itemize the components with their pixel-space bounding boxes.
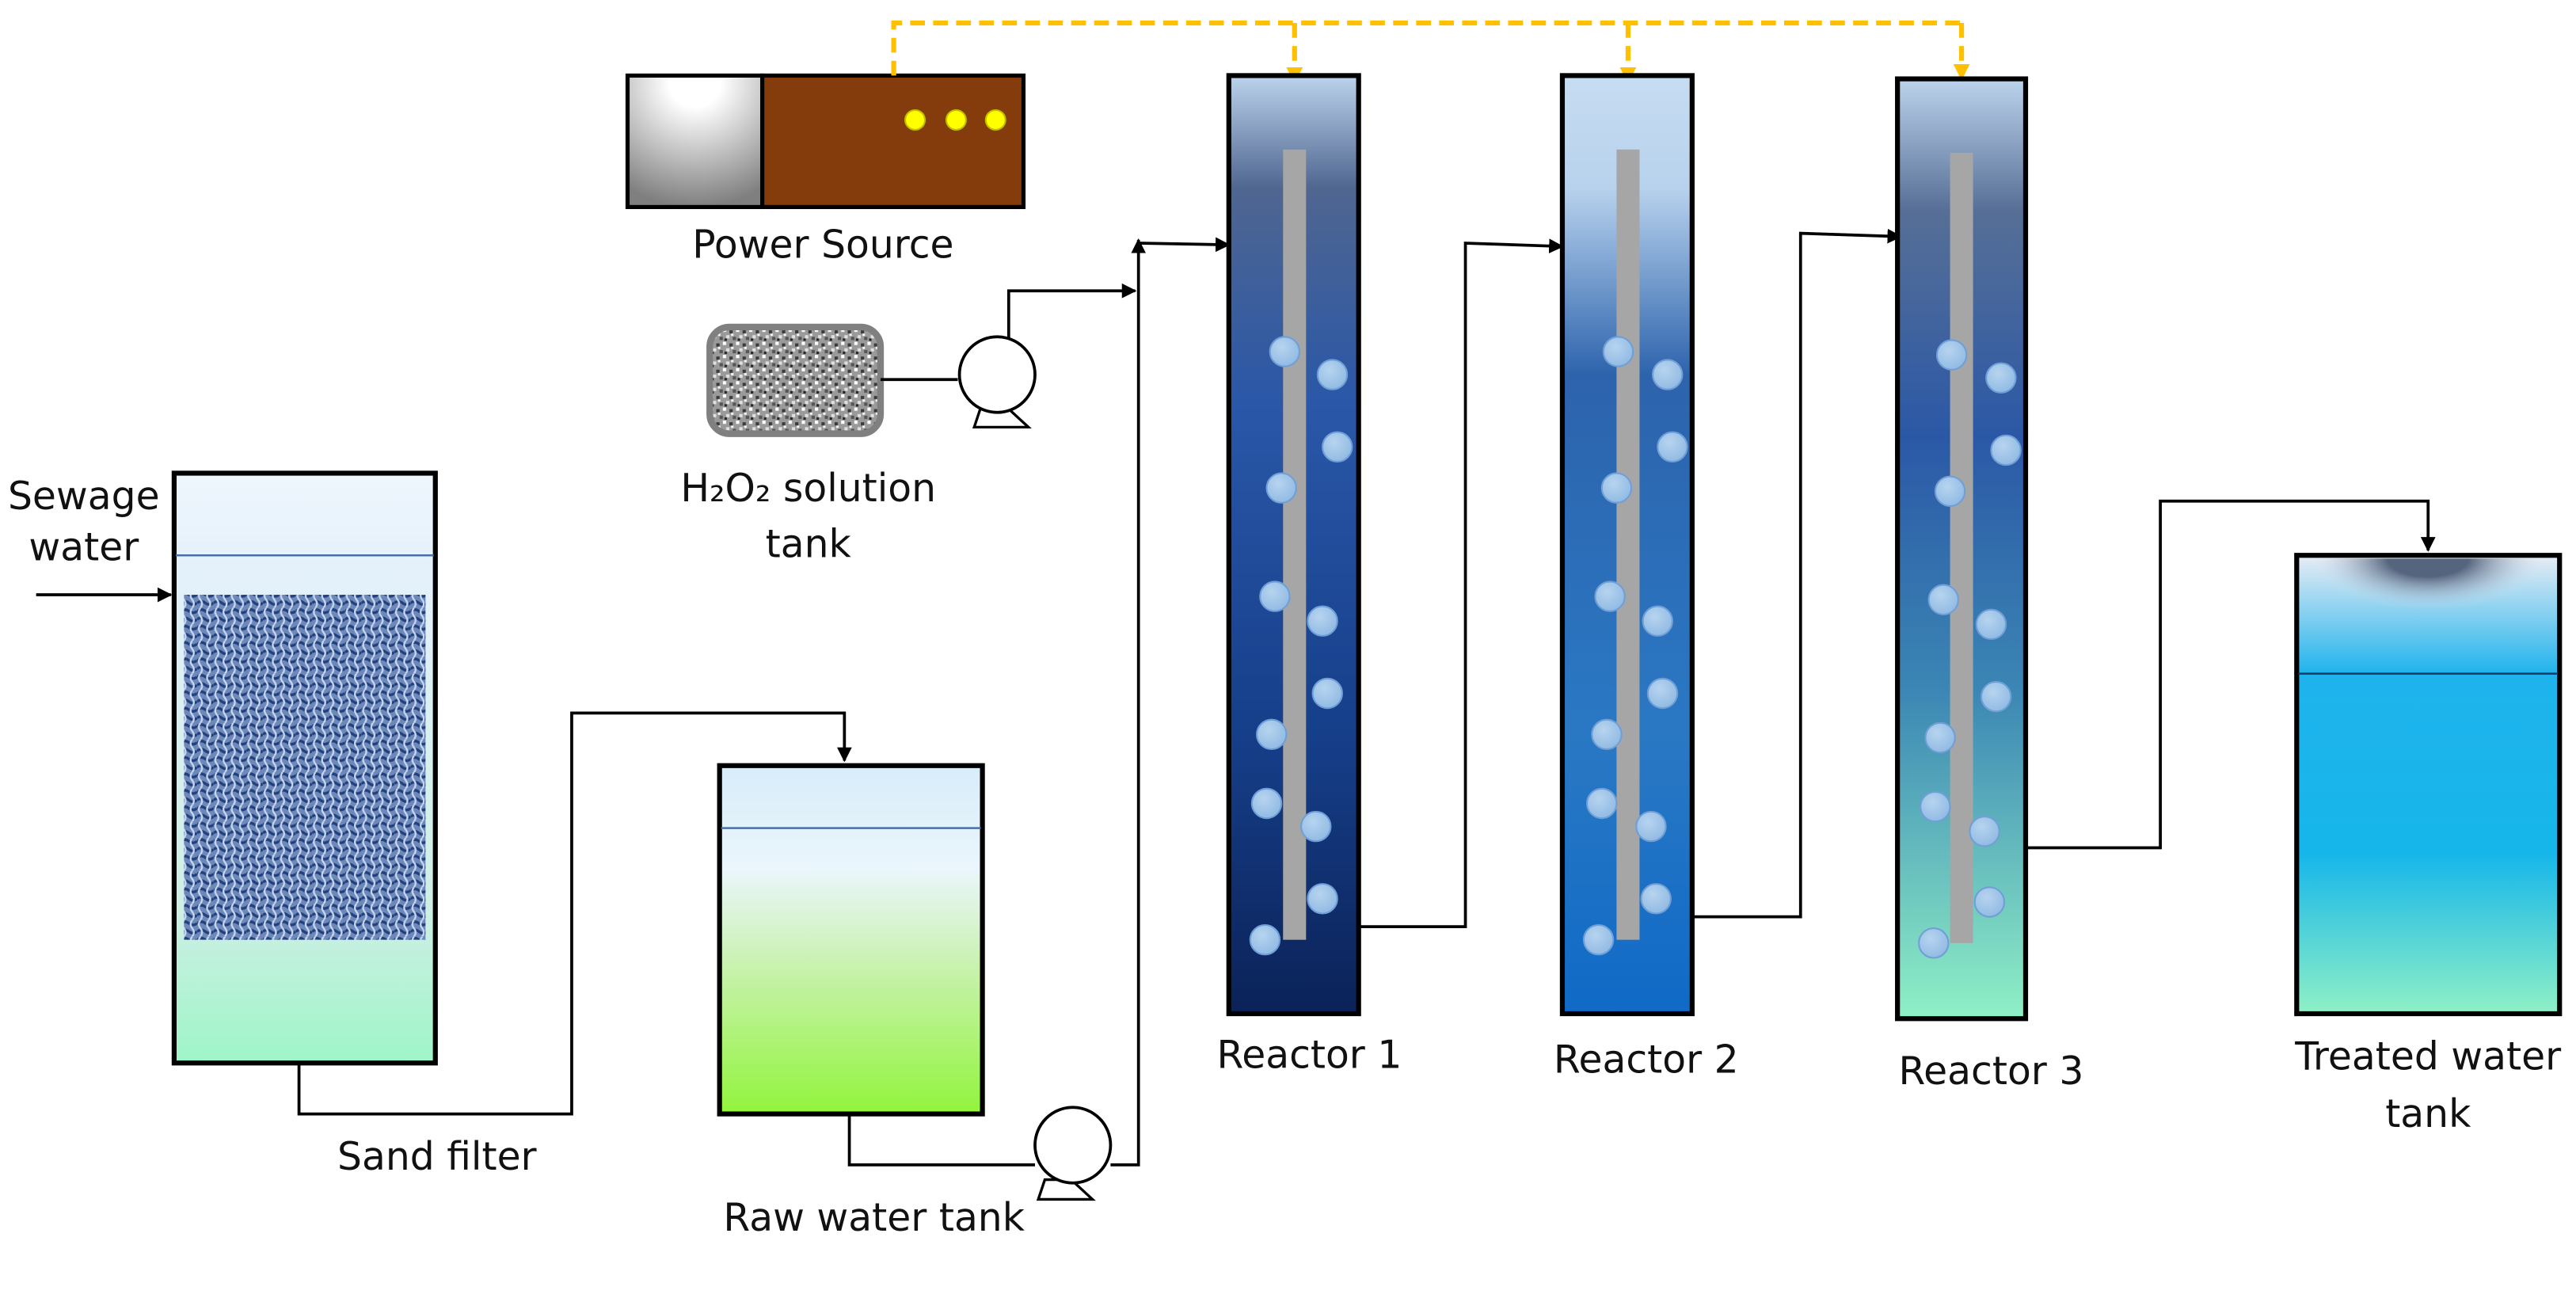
h2o2-tank-label: H₂O₂ solution bbox=[680, 466, 936, 511]
pipe-filter-to-raw-tank bbox=[297, 711, 852, 1116]
h2o2-solution-tank bbox=[706, 323, 885, 437]
h2o2-tank-label-line2: tank bbox=[766, 522, 852, 566]
power-wires bbox=[891, 20, 1970, 84]
sewage-water-label-line2: water bbox=[29, 525, 139, 569]
reactor-2 bbox=[1559, 73, 1695, 1017]
power-wire-main bbox=[891, 20, 1962, 76]
pipe-h2o2-pump-to-riser bbox=[1006, 283, 1137, 342]
power-source-display bbox=[625, 73, 765, 209]
reactor-2-label: Reactor 2 bbox=[1554, 1038, 1739, 1083]
pipe-riser-to-reactor1 bbox=[1138, 237, 1231, 253]
sand-filter-media bbox=[184, 595, 426, 940]
raw-water-tank-vessel bbox=[717, 763, 985, 1117]
pipe-reactor2-to-reactor3 bbox=[1691, 228, 1903, 919]
indicator-light-icon bbox=[904, 108, 927, 131]
reactor-2-electrode bbox=[1616, 149, 1640, 940]
treated-water-tank-label: Treated water bbox=[2294, 1035, 2562, 1079]
raw-water-tank bbox=[717, 763, 985, 1117]
raw-water-tank-label: Raw water tank bbox=[723, 1196, 1025, 1240]
pipe-reactor1-to-reactor2 bbox=[1358, 238, 1564, 928]
reactor-1-label: Reactor 1 bbox=[1217, 1033, 1402, 1077]
pipe-reactor3-to-treated-tank bbox=[2027, 499, 2436, 850]
pump-icon bbox=[957, 335, 1037, 429]
power-source-label: Power Source bbox=[692, 223, 953, 268]
reactor-3-electrode bbox=[1950, 152, 1973, 943]
power-source bbox=[625, 73, 1026, 209]
treated-water-tank-label-line2: tank bbox=[2385, 1092, 2471, 1136]
reactor-3-label: Reactor 3 bbox=[1898, 1049, 2083, 1094]
treated-water-tank bbox=[2294, 553, 2563, 1017]
indicator-light-icon bbox=[984, 108, 1006, 131]
reactor-1-bubbles bbox=[1249, 336, 1353, 956]
pipe-pump-to-riser bbox=[1110, 238, 1147, 1167]
pump-icon bbox=[1033, 1106, 1113, 1201]
reactor-1 bbox=[1226, 73, 1361, 1017]
sewage-water-label: Sewage bbox=[8, 474, 160, 519]
reactor-3 bbox=[1895, 76, 2029, 1022]
pipes bbox=[297, 228, 2436, 1167]
reactor-1-electrode bbox=[1283, 149, 1307, 940]
sand-filter bbox=[171, 470, 438, 1066]
treated-water-tank-headspace bbox=[2300, 558, 2557, 674]
indicator-light-icon bbox=[945, 108, 967, 131]
pipe-raw-tank-to-pump bbox=[847, 1113, 1035, 1167]
power-source-body bbox=[760, 73, 1026, 209]
sand-filter-label: Sand filter bbox=[337, 1135, 538, 1179]
reactor-3-bubbles bbox=[1918, 339, 2022, 959]
reactor-2-bubbles bbox=[1582, 336, 1688, 956]
